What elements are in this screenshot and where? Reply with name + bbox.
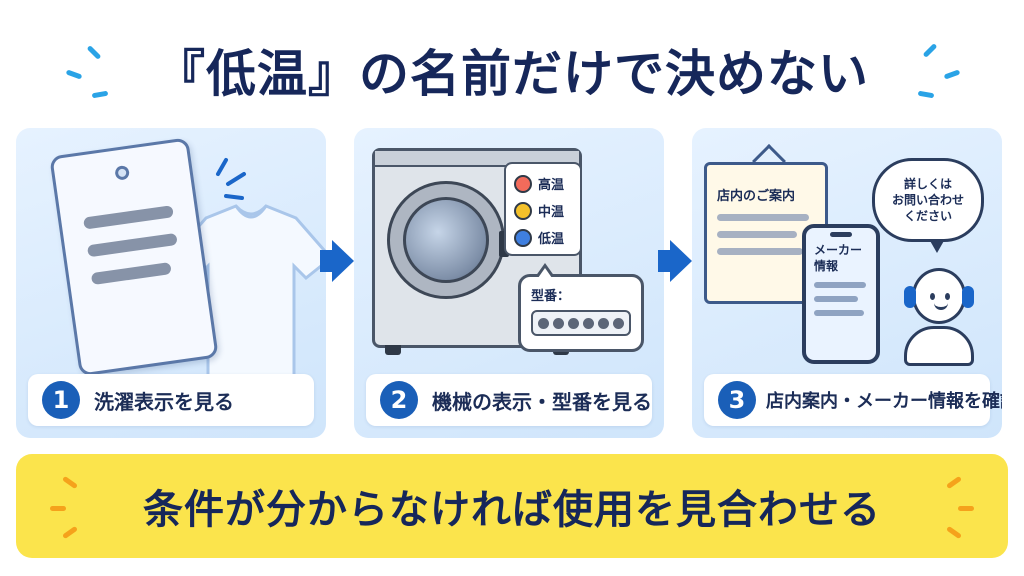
temperature-panel: 高温 中温 低温 [504,162,582,256]
washer-door [387,181,505,299]
spark-decoration [946,525,962,540]
temp-label: 中温 [538,205,565,220]
speech-bubble: 詳しくは お問い合わせ ください [872,158,984,253]
step-panel-2: 高温 中温 低温 型番： 2 機械の表示・型番を見る [354,128,664,438]
temp-option-low: 低温 [514,224,580,251]
spark-decoration [958,506,974,511]
phone-text-line1: メーカー [814,243,863,257]
smartphone: メーカー 情報 [802,224,880,364]
spark-decoration [62,475,78,490]
tag-text-line [90,262,172,286]
model-number-callout: 型番： [518,263,644,352]
board-text-line [717,248,803,255]
page-title: 『低温』の名前だけで決めない [155,45,869,103]
board-hanger [752,144,786,178]
model-number-masked [531,310,631,336]
temp-option-mid: 中温 [514,197,580,224]
step-number-badge: 1 [42,381,80,419]
phone-notch [830,232,852,237]
tag-text-line [86,232,178,258]
washer-foot [385,345,401,355]
agent-head [912,268,966,324]
washer-door-glass [403,197,489,283]
headset-icon [904,286,916,308]
temp-indicator-icon [514,201,532,220]
step-number-badge: 2 [380,381,418,419]
speech-line-1: 詳しくは [903,177,952,191]
temp-label: 低温 [538,232,565,247]
conclusion-text: 条件が分からなければ使用を見合わせる [143,487,881,533]
temp-indicator-icon [514,174,532,193]
conclusion-banner: 条件が分からなければ使用を見合わせる [16,454,1008,558]
speech-line-3: ください [903,209,952,223]
phone-content-line [814,296,858,302]
step-panel-3: 店内のご案内 メーカー 情報 詳しくは お問い合わせ ください 3 店内案内・メ… [692,128,1002,438]
step-bar-2: 2 機械の表示・型番を見る [366,374,652,426]
phone-content-line [814,282,866,288]
tag-text-line [83,205,174,230]
board-title: 店内のご案内 [717,189,796,204]
headset-icon [962,286,974,308]
step-label: 洗濯表示を見る [94,389,234,414]
agent-body [904,326,974,366]
spark-decoration [50,506,66,511]
speech-line-2: お問い合わせ [891,193,964,207]
step-panel-1: 1 洗濯表示を見る [16,128,326,438]
tag-hole [114,164,131,181]
spark-decoration [946,475,962,490]
phone-text-line2: 情報 [814,259,839,273]
step-label: 機械の表示・型番を見る [432,389,652,414]
temp-option-high: 高温 [514,170,580,197]
board-text-line [717,231,797,238]
step-bar-3: 3 店内案内・メーカー情報を確認 [704,374,1002,426]
care-label-tag [49,137,219,377]
sparkle-icon [216,158,246,200]
step-number-badge: 3 [718,381,756,419]
temp-indicator-icon [514,228,532,247]
phone-content-line [814,310,864,316]
model-label: 型番： [531,289,571,304]
board-text-line [717,214,809,221]
temp-label: 高温 [538,178,565,193]
support-agent-icon [898,268,978,366]
step-bar-1: 1 洗濯表示を見る [28,374,314,426]
step-label: 店内案内・メーカー情報を確認 [766,391,1002,412]
spark-decoration [62,525,78,540]
